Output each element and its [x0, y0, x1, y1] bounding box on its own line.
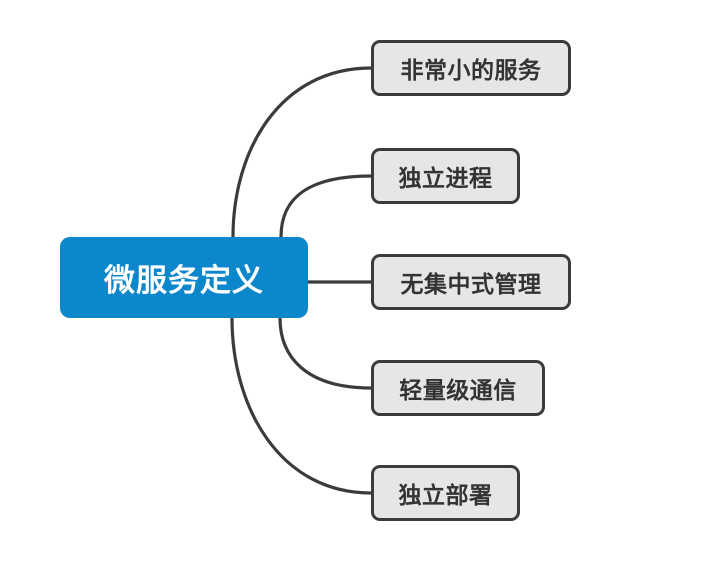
- root-node[interactable]: 微服务定义: [60, 237, 308, 318]
- edge-root-to-branch-1: [231, 66, 373, 239]
- branch-node-4[interactable]: 轻量级通信: [371, 360, 545, 416]
- edge-root-to-branch-2: [279, 174, 373, 239]
- branch-node-2-label: 独立进程: [398, 165, 493, 191]
- branch-node-3[interactable]: 无集中式管理: [371, 254, 571, 310]
- branch-node-5-label: 独立部署: [398, 482, 493, 508]
- branch-node-4-label: 轻量级通信: [399, 377, 517, 403]
- edge-root-to-branch-4: [278, 316, 373, 390]
- edge-root-to-branch-5: [230, 316, 373, 495]
- branch-node-1[interactable]: 非常小的服务: [371, 40, 571, 96]
- branch-node-1-label: 非常小的服务: [400, 57, 542, 83]
- branch-node-5[interactable]: 独立部署: [371, 465, 520, 521]
- root-node-label: 微服务定义: [104, 263, 264, 298]
- branch-node-3-label: 无集中式管理: [400, 271, 542, 297]
- branch-node-2[interactable]: 独立进程: [371, 148, 520, 204]
